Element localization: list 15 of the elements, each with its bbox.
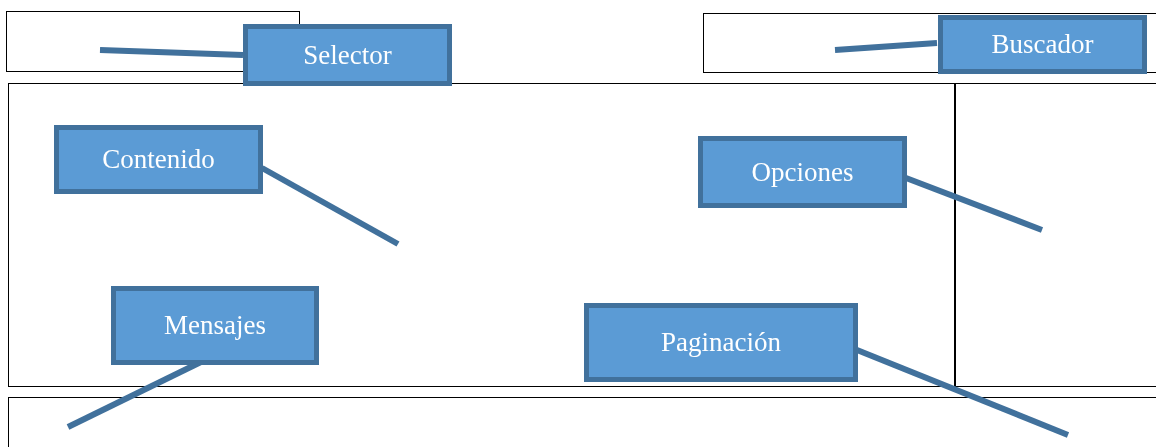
callout-tooltip: Contenido — [54, 125, 263, 194]
callout-tooltip: Mensajes — [111, 286, 319, 365]
leader-line — [904, 175, 1044, 233]
sidebar-area — [955, 83, 1156, 387]
leader-line — [855, 347, 1070, 438]
footer-area — [8, 397, 1156, 447]
search-placeholder — [703, 13, 1156, 73]
callout-tooltip: Selector — [243, 24, 452, 86]
leader-line — [260, 165, 400, 247]
leader-line — [834, 40, 938, 53]
callout-tooltip: Paginación — [584, 303, 858, 382]
callout-tooltip: Buscador — [938, 15, 1147, 74]
callout-tooltip: Opciones — [698, 136, 907, 208]
content-area — [8, 83, 955, 387]
leader-line — [99, 47, 244, 58]
